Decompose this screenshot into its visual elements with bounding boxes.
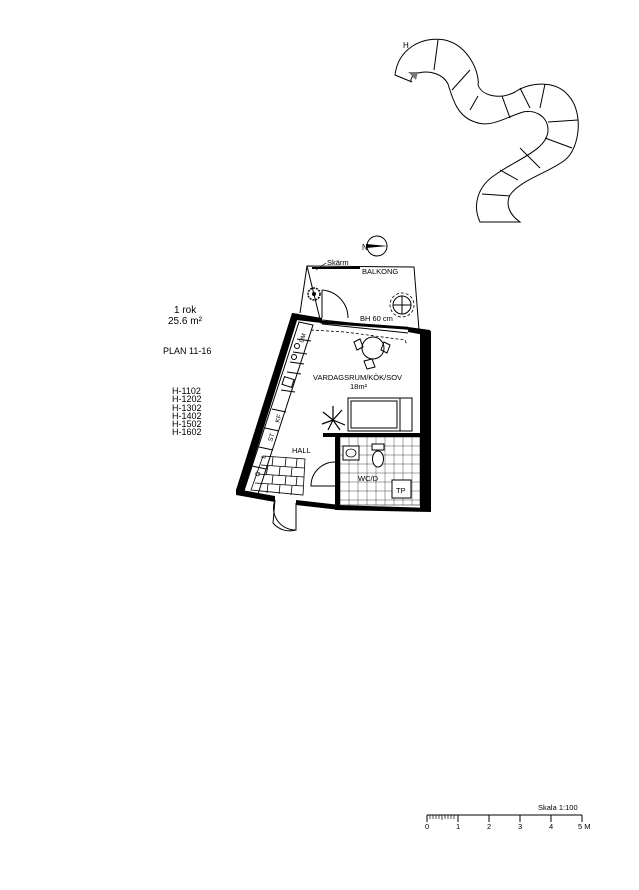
bathroom-floor-tiles: [339, 436, 421, 506]
scale-title: Skala 1:100: [538, 803, 578, 812]
apartment-unit: H-1202: [172, 394, 202, 405]
key-plan-divider: [499, 169, 519, 181]
tp-cabinet: [391, 479, 412, 499]
dining-table-icon: [353, 336, 391, 370]
living-room-area: 18m²: [350, 382, 368, 391]
scale-bar: [426, 814, 583, 822]
hall-label: HALL: [292, 446, 311, 455]
scale-tick-1: 1: [456, 822, 460, 831]
scale-tick-3: 3: [518, 822, 522, 831]
wardrobe-label-st: ST: [267, 433, 276, 443]
key-plan-divider: [544, 137, 573, 149]
window: [321, 323, 409, 334]
washbasin-icon: [342, 445, 360, 461]
scale-tick-2: 2: [487, 822, 491, 831]
screen-leader: [315, 262, 327, 271]
apartment-unit-list: H-1102 H-1202 H-1302 H-1402 H-1502 H-160…: [172, 386, 202, 438]
north-arrow: N: [362, 235, 388, 257]
houseplant-icon: [321, 406, 346, 431]
screen-label: Skärm: [327, 258, 349, 267]
north-label: N: [362, 243, 368, 252]
tp-label: TP: [396, 486, 406, 495]
apartment-type: 1 rok: [174, 305, 197, 316]
living-room-label: VARDAGSRUM/KÖK/SOV: [313, 373, 402, 382]
apartment-unit: H-1402: [172, 410, 202, 421]
key-plan-divider: [481, 193, 511, 197]
key-plan-divider: [519, 87, 531, 109]
key-plan-marker: [408, 72, 418, 80]
key-plan-divider: [501, 95, 511, 119]
apartment-unit: H-1502: [172, 419, 202, 430]
toilet-icon: [371, 443, 385, 468]
apartment-walls: [236, 313, 431, 512]
key-plan-divider: [539, 83, 546, 109]
hall-floor-tiles: [250, 455, 306, 496]
entrance-door: [273, 499, 297, 531]
key-plan-divider: [451, 69, 471, 91]
apartment-area: 25.6 m²: [168, 316, 202, 327]
scale-tick-5: 5 M: [578, 822, 591, 831]
balcony-table-icon: [389, 292, 415, 318]
scale-tick-4: 4: [549, 822, 553, 831]
key-plan-outline: [394, 38, 579, 223]
dishwasher-label: DM: [299, 333, 308, 344]
key-plan-divider: [469, 95, 479, 111]
railing-height-label: BH 60 cm: [360, 314, 393, 323]
key-plan-divider: [547, 119, 579, 123]
apartment-unit: H-1102: [172, 386, 201, 396]
balcony-plant-icon: [307, 287, 321, 301]
bathroom-label: WC/D: [358, 474, 379, 483]
key-plan-divider: [519, 147, 541, 169]
apartment-unit: H-1602: [172, 427, 202, 438]
kitchen-cabinets: [243, 321, 314, 495]
entrance-door-leaf: [272, 499, 297, 532]
wardrobe-label-kf: KF: [274, 414, 283, 424]
wardrobe-label-l: L: [260, 454, 268, 460]
window: [321, 319, 409, 330]
alcove-dashed-line: [310, 329, 408, 346]
bathroom-door: [310, 461, 336, 487]
bed-icon: [347, 397, 413, 432]
apartment-unit: H-1302: [172, 402, 202, 413]
scale-tick-0: 0: [425, 822, 429, 831]
key-plan-divider: [433, 39, 439, 71]
balcony-label: BALKONG: [362, 267, 398, 276]
apartment-plan: PLAN 11-16: [163, 346, 212, 356]
key-plan-marker-label: H: [403, 41, 409, 50]
key-plan: [394, 38, 579, 223]
